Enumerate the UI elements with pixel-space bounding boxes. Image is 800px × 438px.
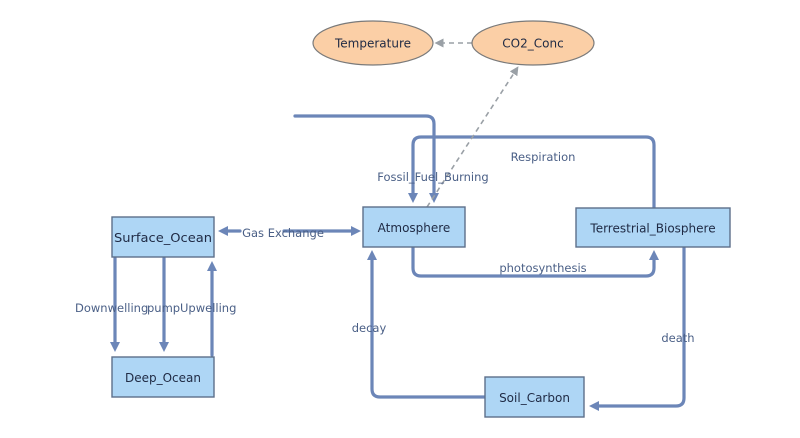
atmosphere-node[interactable]	[362, 206, 466, 248]
temperature-label: Temperature	[334, 37, 411, 51]
atmosphere-to-co2-link	[426, 66, 519, 208]
terrestrial-biosphere-label: Terrestrial_Biosphere	[589, 222, 715, 236]
death-flow	[589, 244, 686, 411]
co2-conc-label: CO2_Conc	[502, 37, 563, 51]
soil-carbon-label: Soil_Carbon	[499, 391, 570, 405]
deep-ocean-node[interactable]	[111, 356, 215, 398]
fossil-fuel-burning-flow	[293, 114, 439, 203]
downwelling-label: Downwelling	[75, 301, 148, 315]
decay-flow	[367, 250, 487, 399]
upwelling-label: Upwelling	[180, 301, 236, 315]
photosynthesis-label: photosynthesis	[499, 261, 586, 275]
terrestrial-biosphere-node[interactable]	[575, 207, 731, 248]
soil-carbon-node[interactable]	[484, 376, 585, 418]
gas-exchange-label: Gas Exchange	[242, 226, 324, 240]
surface-ocean-label: Surface_Ocean	[114, 231, 212, 245]
respiration-label: Respiration	[511, 150, 576, 164]
fossil-fuel-burning-label: Fossil_Fuel_Burning	[377, 170, 488, 184]
co2-conc-node[interactable]	[471, 20, 595, 66]
surface-ocean-node[interactable]	[111, 216, 215, 258]
atmosphere-label: Atmosphere	[378, 221, 451, 235]
photosynthesis-flow	[411, 244, 659, 278]
pump-label: pump	[147, 301, 180, 315]
temperature-node[interactable]	[312, 20, 434, 66]
respiration-flow	[408, 135, 656, 210]
deep-ocean-label: Deep_Ocean	[125, 371, 201, 385]
decay-label: decay	[352, 321, 387, 335]
death-label: death	[661, 331, 694, 345]
